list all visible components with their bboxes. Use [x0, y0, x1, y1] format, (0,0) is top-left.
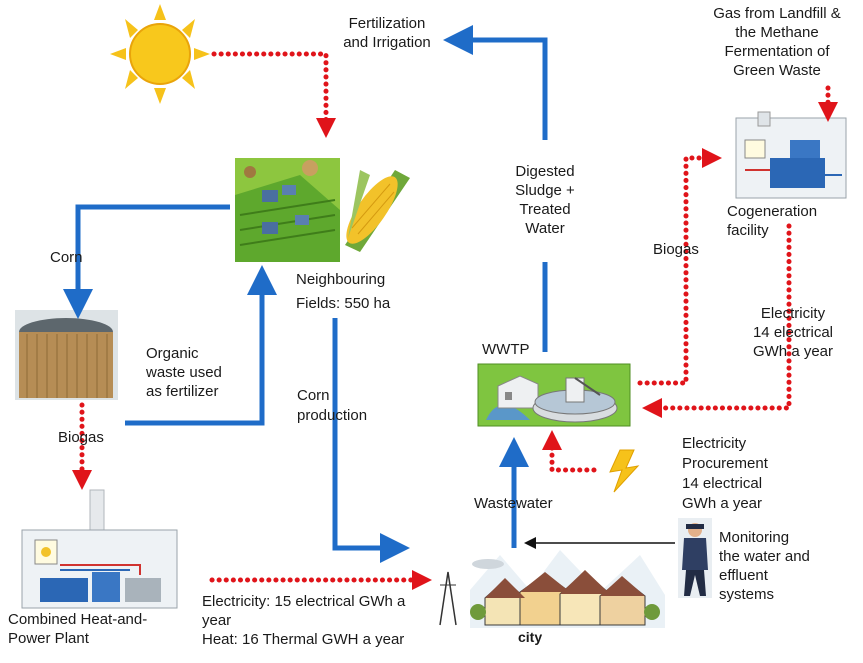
flow-sun-to-fields [211, 51, 336, 138]
cogen-electricity-label: Electricity 14 electrical GWh a year [738, 304, 848, 361]
corn-production-label: Corn production [297, 386, 367, 426]
fertilization-label: Fertilization and Irrigation [330, 14, 444, 52]
chp-plant-icon [21, 489, 178, 609]
flow-fields-to-city [332, 318, 410, 563]
monitoring-worker-icon [678, 518, 712, 598]
landfill-gas-line-3: Fermentation of [724, 43, 830, 60]
wastewater-treatment-plant-icon [477, 363, 631, 427]
cogen-electricity-line-1: Electricity [760, 305, 826, 322]
flow-to-fertilization [443, 25, 548, 140]
landfill-gas-line-2: the Methane [735, 24, 819, 41]
corn-production-line-1: Corn [297, 387, 330, 404]
cogen-electricity-line-2: 14 electrical [752, 324, 834, 341]
organic-line-2: waste used [146, 364, 222, 381]
flow-procurement [542, 430, 597, 473]
landfill-gas-label: Gas from Landfill & the Methane Fermenta… [692, 4, 862, 80]
wastewater-label: Wastewater [474, 495, 553, 512]
chp-electricity-label: Electricity: 15 electrical GWh a year [202, 592, 405, 630]
digested-line-1: Digested [515, 163, 575, 180]
digested-line-4: Water [525, 220, 565, 237]
procurement-line-2: Procurement [682, 455, 768, 472]
chp-label: Combined Heat-and- Power Plant [8, 610, 147, 648]
city-houses-icon [439, 550, 665, 628]
digested-line-3: Treated [519, 201, 571, 218]
monitoring-line-1: Monitoring [719, 529, 790, 546]
flow-digester-to-fields [125, 265, 277, 426]
flow-biogas-to-cogen [637, 148, 722, 386]
digested-sludge-label: Digested Sludge + Treated Water [495, 162, 595, 238]
blue-flow-arrows [63, 25, 548, 563]
corn-label: Corn [50, 249, 83, 266]
fertilization-line-1: Fertilization [348, 15, 426, 32]
chp-line-1: Combined Heat-and- [8, 611, 148, 628]
biogas-digester-icon [15, 310, 118, 400]
monitoring-line-3: effluent [719, 567, 768, 584]
monitoring-label: Monitoring the water and effluent system… [719, 528, 810, 604]
neighbouring-fields-label: Neighbouring Fields: 550 ha [296, 268, 390, 316]
cogen-electricity-line-3: GWh a year [752, 343, 834, 360]
monitoring-line-4: systems [719, 586, 775, 603]
landfill-gas-line-4: Green Waste [733, 62, 821, 79]
organic-line-1: Organic [146, 345, 199, 362]
organic-waste-label: Organic waste used as fertilizer [146, 344, 222, 401]
city-label: city [518, 629, 543, 645]
digested-line-2: Sludge + [515, 182, 575, 199]
lightning-icon [609, 449, 640, 493]
procurement-label: Electricity Procurement 14 electrical GW… [682, 434, 768, 514]
cogeneration-label: Cogeneration facility [727, 202, 817, 240]
corn-production-line-2: production [297, 407, 368, 424]
procurement-line-3: 14 electrical [682, 475, 763, 492]
neighbouring-line-2: Fields: 550 ha [296, 295, 391, 312]
wwtp-label: WWTP [482, 341, 530, 358]
flow-fields-to-digester [63, 204, 230, 319]
chp-heat-label: Heat: 16 Thermal GWH a year [202, 631, 405, 648]
red-flow-arrows [72, 51, 838, 590]
chp-line-2: Power Plant [8, 630, 89, 647]
biogas-right-label: Biogas [653, 241, 699, 258]
landfill-gas-line-1: Gas from Landfill & [713, 5, 841, 22]
cogeneration-line-2: facility [727, 222, 769, 239]
cogeneration-line-1: Cogeneration [727, 203, 818, 220]
cogeneration-facility-icon [735, 111, 847, 199]
chp-electricity-line-2: year [202, 612, 232, 629]
monitoring-line-2: the water and [719, 548, 810, 565]
procurement-line-1: Electricity [682, 435, 747, 452]
procurement-line-4: GWh a year [682, 495, 763, 512]
corn-cob-icon [345, 170, 410, 252]
organic-line-3: as fertilizer [146, 383, 219, 400]
fertilization-line-2: and Irrigation [343, 34, 431, 51]
chp-electricity-line-1: Electricity: 15 electrical GWh a [202, 593, 406, 610]
sun-icon [110, 4, 210, 104]
neighbouring-line-1: Neighbouring [296, 271, 386, 288]
farm-fields-icon [235, 158, 340, 262]
biogas-left-label: Biogas [58, 429, 104, 446]
